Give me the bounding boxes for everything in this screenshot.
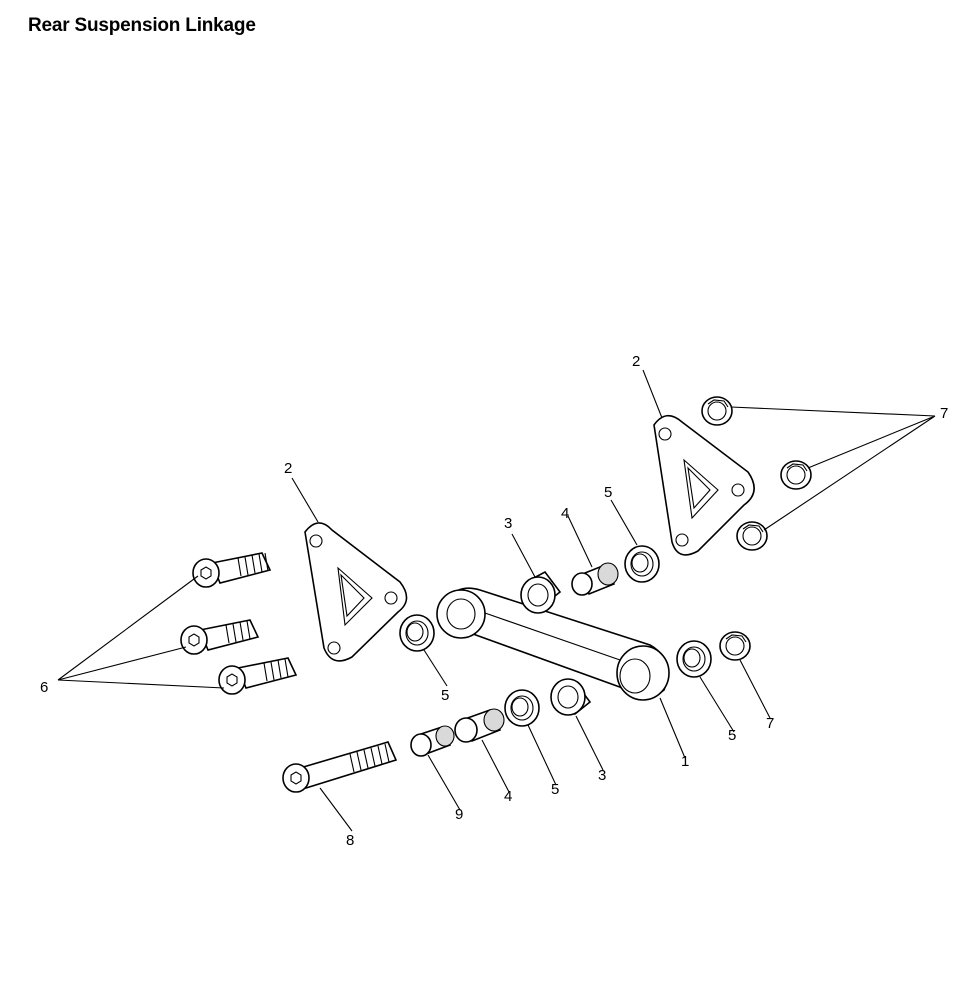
- nut-low: [736, 521, 768, 551]
- sleeve-4-upper: [571, 562, 619, 596]
- callout-4-lower: 4: [504, 788, 512, 805]
- callout-1: 1: [681, 753, 689, 770]
- callout-6: 6: [40, 679, 48, 696]
- long-bolt-8: [282, 741, 398, 793]
- nut-top: [701, 396, 733, 426]
- callout-8: 8: [346, 832, 354, 849]
- spacer-9: [410, 725, 455, 757]
- screw-middle: [180, 619, 260, 655]
- washer-5-right: [676, 640, 712, 678]
- callout-7-upper: 7: [940, 405, 948, 422]
- washer-5-lower: [504, 689, 540, 727]
- nut-mid: [780, 460, 812, 490]
- callout-9: 9: [455, 806, 463, 823]
- bushing-3-lower: [550, 678, 592, 716]
- screw-lower: [218, 657, 298, 695]
- sleeve-4-lower: [454, 708, 505, 743]
- rocker-plate-right: [653, 414, 755, 556]
- washer-5-left: [399, 614, 435, 652]
- page-title: Rear Suspension Linkage: [28, 15, 256, 36]
- callout-3-upper: 3: [504, 515, 512, 532]
- callout-5-right: 5: [728, 727, 736, 744]
- screw-upper: [192, 552, 272, 588]
- nut-right-single: [719, 631, 751, 661]
- callout-5-upper: 5: [604, 484, 612, 501]
- callout-labels: 1 2 2 3 3 4 4 5 5 5 5 6 7 7 8 9: [40, 353, 948, 849]
- callout-5-lower: 5: [551, 781, 559, 798]
- callout-3-lower: 3: [598, 767, 606, 784]
- leader-lines: [57, 369, 936, 832]
- callout-5-left: 5: [441, 687, 449, 704]
- washer-5-upper: [624, 545, 660, 583]
- callout-7-right: 7: [766, 715, 774, 732]
- callout-2-right: 2: [632, 353, 640, 370]
- rocker-plate-left: [304, 522, 408, 662]
- link-arm: [436, 587, 670, 701]
- callout-2-left: 2: [284, 460, 292, 477]
- callout-4-upper: 4: [561, 505, 569, 522]
- bushing-3-upper: [520, 570, 562, 614]
